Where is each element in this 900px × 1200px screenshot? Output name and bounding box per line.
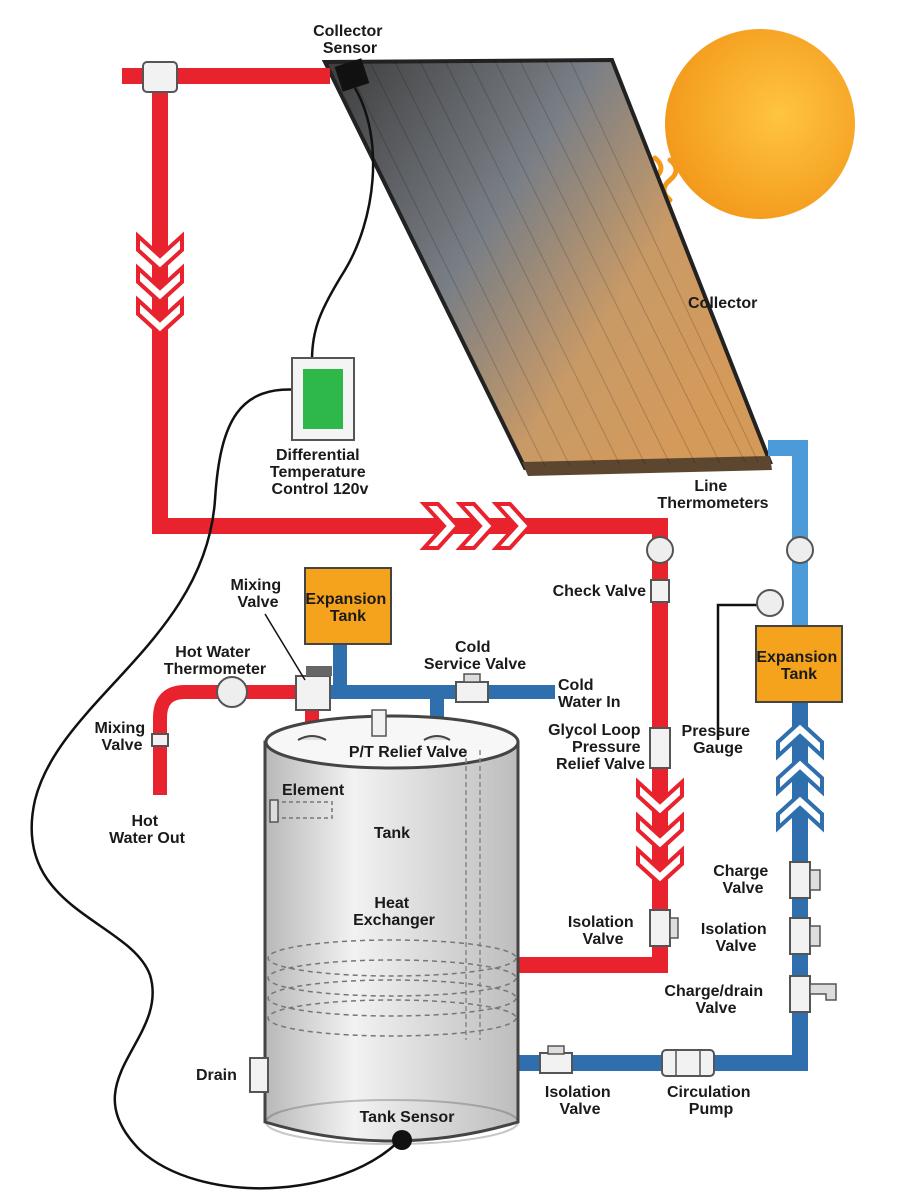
label-expansion-tank-right: Expansion Tank (756, 649, 841, 683)
label-hot-water-thermometer: Hot Water Thermometer (164, 644, 266, 678)
charge-drain-valve (789, 975, 837, 1013)
mixing-valve-leader-line (264, 613, 306, 681)
label-differential-control: Differential Temperature Control 120v (270, 447, 370, 498)
label-charge-drain-valve: Charge/drain Valve (664, 983, 767, 1017)
label-tank: Tank (374, 825, 410, 842)
isolation-valve-red (649, 909, 671, 947)
tank-sensor (392, 1130, 412, 1150)
sun (631, 29, 855, 221)
differential-control-unit (291, 357, 355, 441)
label-isolation-valve-mid: Isolation Valve (568, 914, 638, 948)
label-mixing-valve-left: Mixing Valve (94, 720, 149, 754)
isolation-valve-blue-handle (809, 925, 821, 947)
sensor-wires (30, 87, 401, 1190)
line-thermometer-left (646, 536, 674, 564)
flow-arrows-left-down (136, 231, 184, 337)
label-tank-sensor: Tank Sensor (360, 1109, 455, 1126)
flow-arrows-top-right (419, 502, 533, 550)
label-circulation-pump: Circulation Pump (667, 1084, 755, 1118)
heating-element (275, 801, 333, 819)
mixing-valve-left (151, 733, 169, 747)
label-isolation-valve-bottom: Isolation Valve (545, 1084, 615, 1118)
collector-sensor-block (334, 58, 370, 92)
pt-relief-valve (371, 709, 387, 737)
storage-tank (249, 709, 520, 1150)
label-drain: Drain (196, 1067, 237, 1084)
label-element: Element (282, 782, 345, 799)
hot-water-thermometer (216, 676, 248, 708)
isolation-valve-bottom (539, 1052, 573, 1074)
label-collector-sensor: Collector Sensor (313, 23, 387, 57)
label-line-thermometers: Line Thermometers (657, 478, 768, 512)
label-check-valve: Check Valve (553, 583, 647, 600)
label-heat-exchanger: Heat Exchanger (353, 895, 435, 929)
label-cold-service-valve: Cold Service Valve (424, 639, 526, 673)
label-glycol-relief: Glycol Loop Pressure Relief Valve (548, 722, 645, 773)
expansion-tank-domestic (304, 567, 392, 645)
sun-disc (665, 29, 855, 219)
glycol-pressure-relief-valve (649, 727, 671, 769)
label-pressure-gauge: Pressure Gauge (682, 723, 755, 757)
label-expansion-tank-left: Expansion Tank (305, 591, 390, 625)
check-valve (650, 579, 670, 603)
charge-valve (789, 861, 811, 899)
label-isolation-valve-right: Isolation Valve (701, 921, 771, 955)
label-hot-water-out: Hot Water Out (109, 813, 186, 847)
collector-grid-lines (344, 59, 759, 467)
isolation-valve-red-handle (669, 917, 679, 939)
control-display (303, 369, 343, 429)
cold-service-valve (455, 673, 489, 703)
label-pt-relief-valve: P/T Relief Valve (349, 744, 467, 761)
isolation-valve-bottom-handle (547, 1045, 565, 1055)
drain-valve (249, 1057, 269, 1093)
solar-collector (321, 57, 773, 476)
labels: Collector Sensor Collector Differential … (94, 23, 841, 1126)
pressure-gauge (716, 589, 784, 740)
flow-arrows-right-down (636, 777, 684, 887)
label-mixing-valve-top: Mixing Valve (230, 577, 285, 611)
label-charge-valve: Charge Valve (713, 863, 773, 897)
expansion-tank-glycol (755, 625, 843, 703)
label-collector: Collector (688, 295, 757, 312)
charge-valve-handle (809, 869, 821, 891)
tee-fitting (142, 61, 178, 93)
circulation-pump (661, 1049, 715, 1077)
mixing-valve-top (295, 666, 332, 711)
isolation-valve-blue (789, 917, 811, 955)
heat-exchanger-coil (267, 939, 517, 1037)
flow-arrows-right-up (776, 719, 824, 833)
line-thermometer-right (786, 536, 814, 564)
label-cold-water-in: Cold Water In (558, 677, 621, 711)
